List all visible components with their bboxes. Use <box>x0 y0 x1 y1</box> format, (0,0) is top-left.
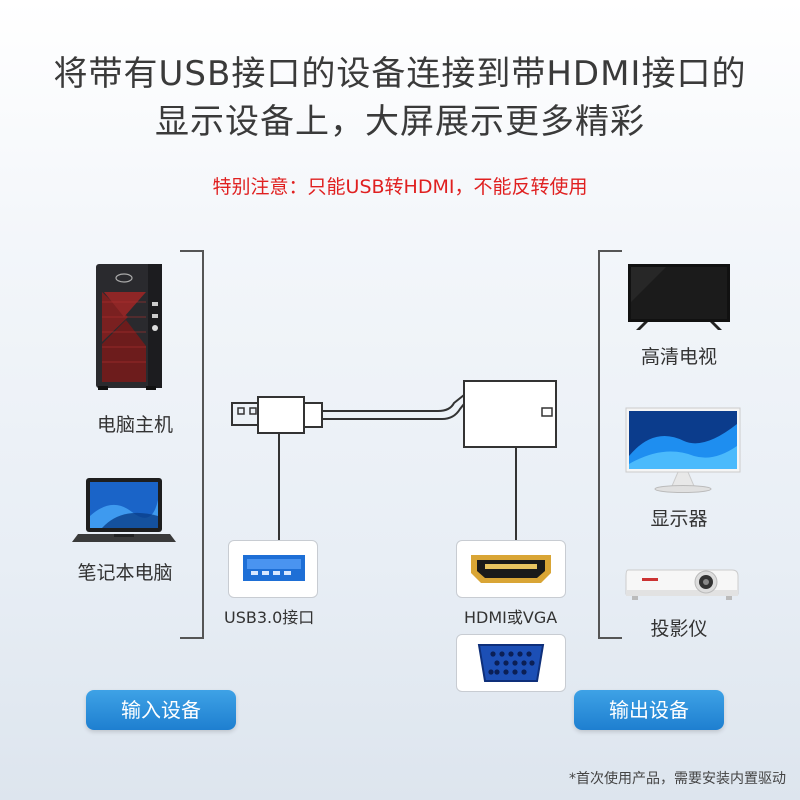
output-bracket <box>598 250 622 639</box>
output-devices-badge: 输出设备 <box>574 690 724 730</box>
tv-label: 高清电视 <box>640 346 717 368</box>
hdmi-port-box <box>456 540 566 598</box>
hdmi-port-icon <box>471 555 551 583</box>
input-bracket <box>180 250 204 639</box>
vga-port-icon <box>477 644 545 682</box>
headline-line-1: 将带有USB接口的设备连接到带HDMI接口的 <box>53 54 747 94</box>
laptop-label: 笔记本电脑 <box>77 562 173 584</box>
input-devices-badge: 输入设备 <box>86 690 236 730</box>
usb3-port-icon <box>243 555 305 581</box>
projector-label: 投影仪 <box>650 618 708 640</box>
hdmi-leader-line <box>515 447 517 542</box>
vga-port-box <box>456 634 566 692</box>
warning-text: 特别注意：只能USB转HDMI，不能反转使用 <box>212 176 588 198</box>
monitor-icon <box>624 406 742 494</box>
usb-port-label: USB3.0接口 <box>224 608 315 627</box>
tv-icon <box>626 262 732 332</box>
usb-leader-line <box>278 432 280 542</box>
headline-line-2: 显示设备上，大屏展示更多精彩 <box>155 102 645 142</box>
usb-port-box <box>228 540 318 598</box>
pc-tower-icon <box>94 262 170 392</box>
footnote: *首次使用产品，需要安装内置驱动 <box>569 771 786 787</box>
adapter-cable-diagram <box>228 375 568 455</box>
laptop-icon <box>72 476 176 546</box>
monitor-label: 显示器 <box>650 508 708 530</box>
projector-icon <box>622 560 742 604</box>
pc-label: 电脑主机 <box>96 414 173 436</box>
hdmi-port-label: HDMI或VGA <box>464 608 558 627</box>
